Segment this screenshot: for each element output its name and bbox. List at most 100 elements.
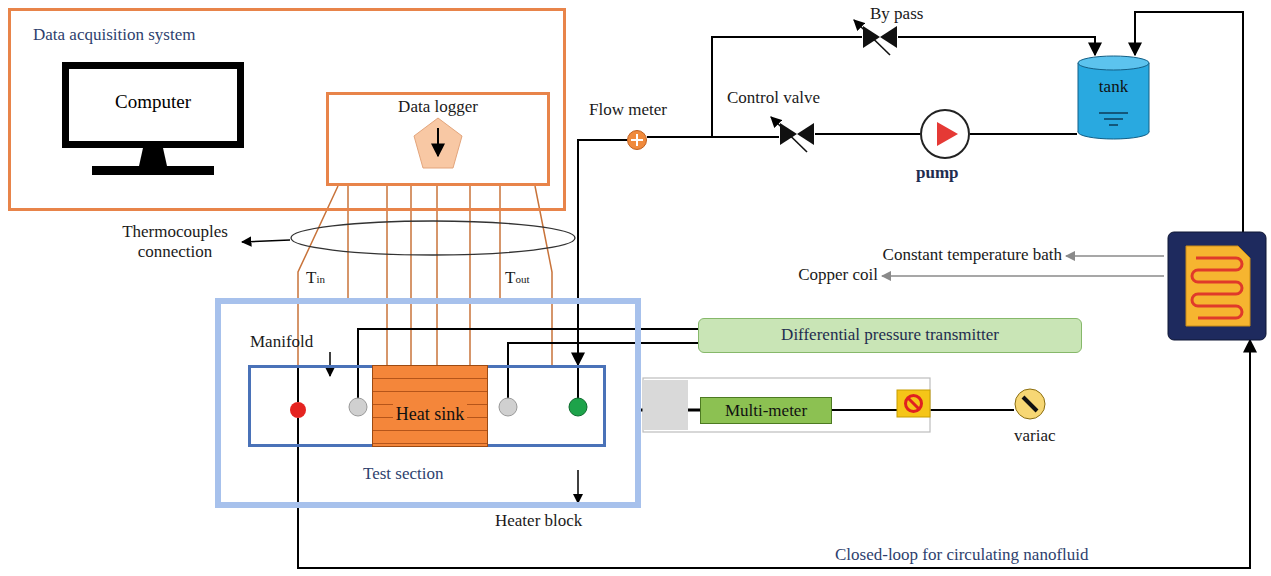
pressure-port <box>499 398 517 416</box>
water-level <box>1104 118 1123 120</box>
port-stub <box>297 365 299 402</box>
switch-icon <box>897 390 930 417</box>
pressure-transmitter: Differential pressure transmitter <box>698 318 1082 353</box>
pump-shape <box>920 109 970 159</box>
leader-line <box>329 352 331 376</box>
pressure-port <box>349 398 367 416</box>
heater-terminal <box>643 380 688 430</box>
node-label: Data logger <box>398 97 478 117</box>
variac: variac <box>1014 388 1046 420</box>
tank-shape <box>1077 55 1150 140</box>
thermocouple-wire <box>469 186 471 365</box>
pipe-line <box>298 340 1250 568</box>
bath-body <box>1168 232 1266 340</box>
heat-sink: Heat sink <box>372 365 488 447</box>
valve-symbol <box>880 26 897 48</box>
thermocouple-wire <box>347 186 349 298</box>
pipe-line <box>508 343 698 365</box>
tank-edge <box>1149 63 1150 132</box>
water-level <box>1099 112 1128 114</box>
monitor-base <box>92 166 214 175</box>
test-section: Test sectionManifoldHeat sink <box>215 298 641 508</box>
system-panel: Data acquisition systemComputerData logg… <box>8 8 566 211</box>
pipe-line <box>815 133 920 135</box>
tank-body <box>1078 63 1149 132</box>
port-stub <box>507 365 509 399</box>
meter-cross <box>636 134 638 146</box>
port-stub <box>577 365 579 399</box>
bypass-valve-shape <box>862 25 898 49</box>
copper-coil <box>1192 258 1242 318</box>
node-label: variac <box>1014 426 1056 446</box>
node-label: Computer <box>115 91 191 113</box>
control-valve: Control valve <box>779 122 815 146</box>
multimeter: Multi-meter <box>700 397 832 424</box>
adjust-arrow <box>771 117 807 152</box>
control-valve-shape <box>779 122 815 146</box>
wiring-housing <box>643 378 930 432</box>
variac-knob <box>1015 389 1045 419</box>
port-stub <box>297 418 299 447</box>
logger-pentagon <box>414 118 462 168</box>
temperature-bath-shape <box>1168 232 1266 340</box>
bypass-valve: By pass <box>862 25 898 49</box>
node-label: Multi-meter <box>725 401 807 421</box>
manifold: ManifoldHeat sink <box>248 365 606 447</box>
flow-meter-shape <box>627 130 647 150</box>
pump-body <box>921 110 969 158</box>
signal-name: Tout <box>505 268 529 288</box>
thermocouple-wire <box>436 186 438 365</box>
monitor-neck <box>139 148 167 166</box>
loop-label: Closed-loop for circulating nanofluid <box>835 545 1089 565</box>
tank-edge <box>1078 63 1079 132</box>
tank-body <box>1078 63 1149 132</box>
valve-symbol <box>797 123 814 145</box>
tank: tank <box>1077 55 1150 140</box>
flow-meter: Flow meter <box>627 130 647 150</box>
thermocouple-wire <box>499 186 501 298</box>
port-stub <box>357 365 359 399</box>
pipe-line <box>647 37 862 137</box>
thermocouple-wire <box>410 186 412 365</box>
variac-pointer <box>1023 397 1037 411</box>
variac-shape <box>1014 388 1046 420</box>
wire-bundle-ellipse <box>291 221 575 255</box>
pipe-line <box>578 140 627 365</box>
switch-icon <box>908 398 919 409</box>
tank-top <box>1078 56 1149 70</box>
leader-line <box>242 240 290 242</box>
leader-line <box>882 275 1164 277</box>
outlet-port <box>569 398 587 416</box>
meter-body <box>628 131 647 150</box>
data-logger: Data logger <box>326 92 550 186</box>
thermocouple-wire <box>386 186 388 365</box>
bath-panel <box>1186 246 1250 326</box>
leader-line <box>1066 255 1164 257</box>
signal-name: Tin <box>306 268 325 288</box>
inlet-port <box>290 402 306 418</box>
adjust-arrow <box>854 20 890 55</box>
leader-line <box>577 470 579 503</box>
pipe-line <box>358 329 698 365</box>
node-sublabel: Copper coil <box>798 265 878 285</box>
temperature-bath: Constant temperature bathCopper coil <box>1168 232 1266 340</box>
pipe-line <box>1135 12 1243 232</box>
node-label: By pass <box>870 4 923 24</box>
node-label: Flow meter <box>589 100 667 120</box>
thermocouple-wire <box>535 186 552 365</box>
pump: pump <box>920 109 970 159</box>
water-level <box>1109 124 1118 126</box>
node-label: Heat sink <box>393 404 467 425</box>
node-label: tank <box>1099 77 1128 97</box>
computer-monitor: Computer <box>62 62 244 148</box>
node-label: pump <box>916 163 959 183</box>
callout-label: Heater block <box>495 511 582 531</box>
logger-arrow <box>437 128 439 156</box>
node-label: Differential pressure transmitter <box>781 325 999 345</box>
pipe-line <box>898 37 1095 55</box>
node-label: Control valve <box>727 88 820 108</box>
pipe-line <box>970 133 1077 135</box>
pump-arrow <box>937 122 958 146</box>
node-label: Constant temperature bath <box>883 245 1062 265</box>
